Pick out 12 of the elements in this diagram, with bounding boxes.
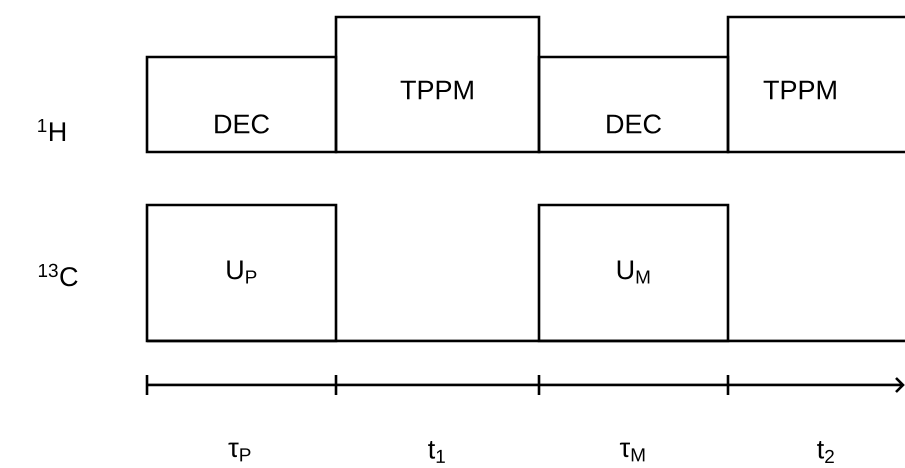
channel-label: $^{1}$H	[38, 118, 66, 141]
time-label: t$_{2}$	[817, 440, 834, 464]
time-label: t$_{1}$	[428, 441, 445, 463]
pulse-box: DEC	[146, 56, 338, 154]
pulse-box: U$_{M}$	[538, 204, 730, 342]
channel-label: $^{13}$C	[38, 264, 78, 286]
pulse-box: TPPM	[334, 16, 540, 154]
time-label: τ$_{M}$	[620, 442, 644, 462]
time-label: τ$_{P}$	[228, 442, 250, 462]
pulse-box: TPPM	[726, 16, 905, 154]
pulse-box: U$_{P}$	[146, 204, 338, 342]
pulse-box: DEC	[538, 56, 730, 154]
